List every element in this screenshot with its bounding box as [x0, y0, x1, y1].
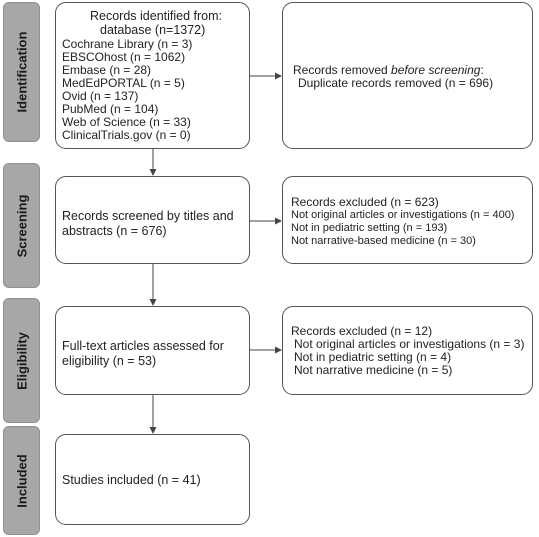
fulltext-assessed-box: Full-text articles assessed for eligibil… [55, 306, 250, 395]
source-item: PubMed (n = 104) [62, 102, 159, 116]
phase-screening: Screening [3, 163, 40, 288]
excluded-eligibility-title: Records excluded (n = 12) [291, 324, 433, 338]
source-item: MedEdPORTAL (n = 5) [62, 76, 185, 90]
source-item: Ovid (n = 137) [62, 89, 139, 103]
source-item: Embase (n = 28) [62, 63, 152, 77]
records-screened-box: Records screened by titles and abstracts… [55, 176, 250, 264]
source-item: EBSCOhost (n = 1062) [62, 50, 186, 64]
exclusion-reason: Not original articles or investigations … [291, 209, 515, 221]
exclusion-reason: Not original articles or investigations … [294, 337, 525, 351]
phase-eligibility: Eligibility [3, 298, 40, 423]
exclusion-reason: Not narrative medicine (n = 5) [294, 363, 453, 377]
included-line1: Studies included (n = 41) [62, 473, 201, 487]
identified-title-line1: Records identified from: [90, 9, 223, 23]
fulltext-line1: Full-text articles assessed for [62, 339, 224, 353]
records-identified-box: Records identified from: database (n=137… [55, 2, 250, 149]
records-excluded-screening-box: Records excluded (n = 623) Not original … [282, 176, 533, 264]
removed-line2: Duplicate records removed (n = 696) [298, 76, 494, 90]
records-removed-box: Records removed before screening: Duplic… [282, 2, 533, 149]
exclusion-reason: Not in pediatric setting (n = 193) [291, 222, 448, 234]
removed-line1: Records removed before screening: [293, 63, 484, 77]
identified-title-line2: database (n=1372) [100, 23, 206, 37]
exclusion-reason: Not narrative-based medicine (n = 30) [291, 235, 476, 247]
fulltext-line2: eligibility (n = 53) [62, 354, 157, 368]
source-item: Cochrane Library (n = 3) [62, 37, 193, 51]
records-excluded-eligibility-box: Records excluded (n = 12) Not original a… [282, 306, 533, 395]
screened-line1: Records screened by titles and [62, 209, 234, 223]
screened-line2: abstracts (n = 676) [62, 224, 167, 238]
excluded-screening-title: Records excluded (n = 623) [291, 195, 439, 209]
phase-identification: Identification [3, 2, 40, 142]
source-item: Web of Science (n = 33) [62, 115, 191, 129]
exclusion-reason: Not in pediatric setting (n = 4) [294, 350, 452, 364]
studies-included-box: Studies included (n = 41) [55, 434, 250, 525]
source-item: ClinicalTrials.gov (n = 0) [62, 128, 191, 142]
phase-included: Included [3, 426, 40, 535]
